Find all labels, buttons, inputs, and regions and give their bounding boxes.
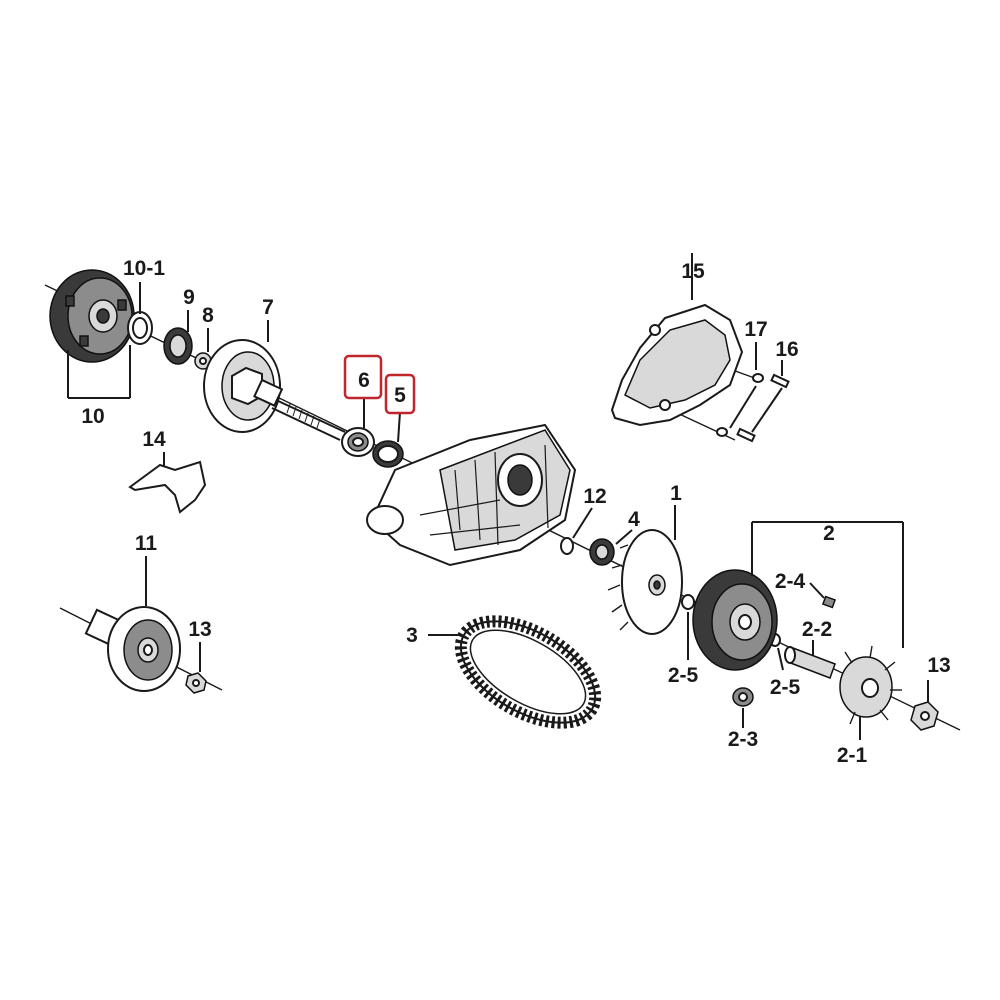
label-13-left: 13 xyxy=(188,618,211,641)
highlight-box-part-5 xyxy=(384,373,416,415)
label-11: 11 xyxy=(135,532,158,555)
label-7: 7 xyxy=(262,296,274,319)
label-15: 15 xyxy=(681,260,705,283)
part-clutch-assembly xyxy=(49,269,135,363)
part-washer-2-5-left xyxy=(681,594,695,610)
label-14: 14 xyxy=(142,428,166,451)
part-clutch-bell-shaft xyxy=(203,339,346,441)
part-drive-belt xyxy=(454,615,602,729)
label-8: 8 xyxy=(202,304,214,327)
part-movable-drive-face xyxy=(692,569,778,671)
part-bearing-4 xyxy=(589,538,615,566)
highlight-box-part-6 xyxy=(343,354,383,400)
part-roller-2-3 xyxy=(732,687,754,707)
part-washers-17 xyxy=(716,373,764,437)
callout-labels: 10-1 9 8 7 10 6 5 14 11 13 12 1 4 3 15 1… xyxy=(81,257,950,767)
part-collar-2-2 xyxy=(784,646,836,679)
leader-lines xyxy=(67,253,929,740)
label-13-right: 13 xyxy=(927,654,950,677)
part-bracket-14 xyxy=(128,460,207,514)
label-16: 16 xyxy=(775,338,798,361)
part-crankcase-cover xyxy=(366,423,577,567)
label-1: 1 xyxy=(670,482,682,505)
part-driven-pulley xyxy=(84,606,181,692)
part-side-cover-15 xyxy=(610,303,744,427)
part-oil-seal-5 xyxy=(372,440,404,468)
part-bearing-6 xyxy=(341,427,375,457)
part-needle-bearing xyxy=(163,327,193,365)
label-2: 2 xyxy=(823,522,835,545)
part-slider-2-4 xyxy=(821,595,837,609)
label-2-2: 2-2 xyxy=(802,618,832,641)
label-2-3: 2-3 xyxy=(728,728,758,751)
label-6: 6 xyxy=(358,369,370,392)
part-nut-13-right xyxy=(910,701,939,731)
label-2-4: 2-4 xyxy=(775,570,806,593)
label-4: 4 xyxy=(628,508,640,531)
label-10-1: 10-1 xyxy=(123,257,165,280)
label-2-5-left: 2-5 xyxy=(668,664,699,687)
part-washer-10-1 xyxy=(127,311,153,345)
label-2-1: 2-1 xyxy=(837,744,868,767)
label-12: 12 xyxy=(583,485,606,508)
part-bolts-16 xyxy=(736,373,790,443)
label-9: 9 xyxy=(183,286,195,309)
label-5: 5 xyxy=(394,384,406,407)
part-o-ring-12 xyxy=(560,537,574,555)
part-ramp-plate-2-1 xyxy=(839,645,902,725)
label-2-5-right: 2-5 xyxy=(770,676,801,699)
label-17: 17 xyxy=(744,318,767,341)
label-3: 3 xyxy=(406,624,418,647)
part-drive-face xyxy=(607,529,683,635)
part-nut-13-left xyxy=(185,672,207,694)
label-10: 10 xyxy=(81,405,104,428)
